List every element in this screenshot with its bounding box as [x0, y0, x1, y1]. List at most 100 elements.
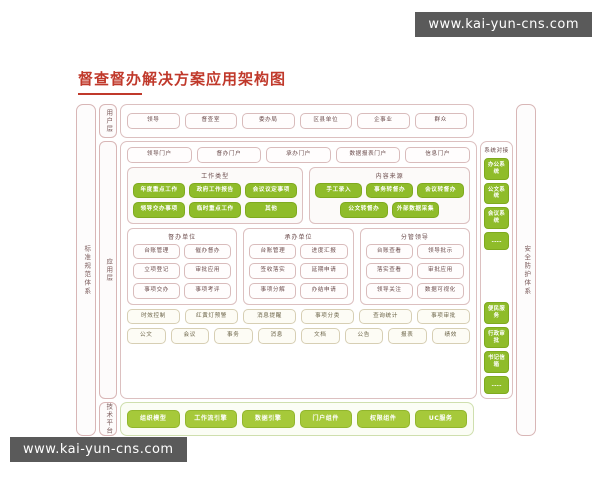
layer-label-technology: 技术平台 [99, 402, 117, 436]
supervising-unit-item[interactable]: 立项登记 [133, 263, 181, 279]
panel-user-roles: 领导 督查室 委办局 区县单位 企事业 群众 [120, 104, 474, 138]
user-role-item[interactable]: 委办局 [242, 113, 295, 129]
layer-label-application-text: 应用层 [104, 258, 113, 282]
capability-item[interactable]: 查询统计 [359, 308, 412, 325]
page-title: 督查督办解决方案应用架构图 [78, 70, 287, 88]
technology-platform-item[interactable]: 权限组件 [357, 410, 410, 428]
technology-platform-item[interactable]: 组织模型 [127, 410, 180, 428]
capability-item[interactable]: 红黄灯预警 [185, 308, 238, 325]
group-leader-in-charge-title: 分管领导 [400, 233, 429, 241]
undertaking-unit-item[interactable]: 进度汇报 [300, 243, 348, 260]
architecture-diagram: 标准规范体系 用户层 领导 督查室 委办局 区县单位 企事业 群众 [76, 104, 536, 436]
group-work-type: 工作类型 年度重点工作 政府工作报告 会议议定事项 领导交办事项 临时重点工作 … [127, 166, 304, 224]
user-role-item[interactable]: 督查室 [184, 113, 237, 129]
group-leader-in-charge-items: 台账查看 领导批示 落实查看 审批应用 领导关注 数据可视化 [365, 243, 464, 299]
technology-platform-item[interactable]: 数据引擎 [242, 410, 295, 428]
undertaking-unit-item[interactable]: 签收落实 [249, 263, 297, 279]
leader-in-charge-item[interactable]: 落实查看 [365, 263, 413, 279]
capability-item[interactable]: 时效控制 [127, 308, 180, 325]
object-item[interactable]: 会议 [170, 328, 209, 344]
content-source-item[interactable]: 公文转督办 [340, 202, 388, 218]
technology-platform-item[interactable]: 工作流引擎 [184, 410, 237, 428]
object-item[interactable]: 报表 [388, 328, 427, 344]
layer-label-technology-text: 技术平台 [104, 403, 113, 435]
content-source-item[interactable]: 事务转督办 [366, 182, 414, 199]
leader-in-charge-item[interactable]: 数据可视化 [416, 282, 464, 299]
portal-item[interactable]: 数据报表门户 [335, 147, 401, 163]
group-undertaking-unit-title: 承办单位 [284, 233, 313, 241]
undertaking-unit-item[interactable]: 台账管理 [249, 243, 297, 260]
object-item[interactable]: 事务 [214, 328, 253, 344]
system-docking-item[interactable]: 书记信箱 [484, 351, 509, 373]
technology-platform-item[interactable]: UC服务 [414, 410, 467, 428]
supervising-unit-item[interactable]: 事项交办 [133, 282, 181, 299]
system-docking-item[interactable]: 公文系统 [484, 182, 509, 204]
technology-platform-item[interactable]: 门户组件 [299, 410, 352, 428]
content-source-item[interactable]: 手工录入 [315, 182, 363, 199]
undertaking-unit-item[interactable]: 办结申请 [300, 282, 348, 299]
band-security-system: 安全防护体系 [516, 104, 536, 436]
leader-in-charge-item[interactable]: 领导关注 [365, 282, 413, 299]
watermark-top: www.kai-yun-cns.com [415, 12, 592, 37]
supervising-unit-item[interactable]: 催办督办 [184, 243, 232, 260]
row-tech-spacer [477, 402, 513, 436]
work-type-item[interactable]: 政府工作报告 [189, 182, 242, 199]
supervising-unit-item[interactable]: 审批应用 [184, 263, 232, 279]
undertaking-unit-item[interactable]: 延期申请 [300, 263, 348, 279]
user-role-item[interactable]: 区县单位 [299, 113, 352, 129]
content-source-item[interactable]: 会议转督办 [417, 182, 464, 199]
leader-in-charge-item[interactable]: 领导批示 [416, 243, 464, 260]
content-source-item[interactable]: 外部数据采集 [391, 202, 440, 218]
row-user-spacer [477, 104, 513, 138]
system-docking-item[interactable]: 会议系统 [484, 207, 509, 229]
group-supervising-unit-items: 台账管理 催办督办 立项登记 审批应用 事项交办 事项考评 [133, 243, 232, 299]
row-technology-platform: 技术平台 组织模型 工作流引擎 数据引擎 门户组件 权限组件 UC服务 [99, 402, 513, 436]
group-content-source-items: 手工录入 事务转督办 会议转督办 公文转督办 外部数据采集 [315, 182, 464, 218]
object-item[interactable]: 消息 [257, 328, 296, 344]
capability-item[interactable]: 事项审批 [417, 308, 470, 325]
object-item[interactable]: 绩效 [431, 328, 470, 344]
portal-item[interactable]: 承办门户 [266, 147, 331, 163]
layer-label-user: 用户层 [99, 104, 117, 138]
watermark-bottom: www.kai-yun-cns.com [10, 437, 187, 462]
group-content-source-title: 内容来源 [375, 172, 404, 180]
leader-in-charge-item[interactable]: 审批应用 [416, 263, 464, 279]
group-undertaking-unit-items: 台账管理 进度汇报 签收落实 延期申请 事项分解 办结申请 [249, 243, 348, 299]
undertaking-unit-item[interactable]: 事项分解 [249, 282, 297, 299]
system-docking-item[interactable]: 办公系统 [484, 158, 509, 180]
supervising-unit-item[interactable]: 台账管理 [133, 243, 181, 260]
object-item[interactable]: 公告 [344, 328, 383, 344]
system-docking-item-more[interactable]: …… [484, 375, 509, 394]
band-standard-system-label: 标准规范体系 [82, 244, 91, 296]
capability-item[interactable]: 消息提醒 [243, 308, 296, 325]
object-item[interactable]: 公文 [127, 328, 166, 344]
portal-item[interactable]: 领导门户 [127, 147, 192, 163]
supervising-unit-item[interactable]: 事项考评 [184, 282, 232, 299]
group-supervising-unit-title: 督办单位 [168, 233, 197, 241]
portal-item[interactable]: 督办门户 [196, 147, 262, 163]
portal-item[interactable]: 信息门户 [405, 147, 470, 163]
row-worktype-contentsource: 工作类型 年度重点工作 政府工作报告 会议议定事项 领导交办事项 临时重点工作 … [127, 166, 470, 224]
system-docking-item[interactable]: 便民服务 [484, 302, 509, 324]
object-item[interactable]: 文档 [301, 328, 340, 344]
user-role-item[interactable]: 企事业 [357, 113, 410, 129]
user-role-item[interactable]: 群众 [414, 113, 467, 129]
row-user-layer: 用户层 领导 督查室 委办局 区县单位 企事业 群众 [99, 104, 513, 138]
work-type-item[interactable]: 领导交办事项 [133, 202, 186, 218]
work-type-item[interactable]: 其他 [245, 202, 298, 218]
work-type-item[interactable]: 临时重点工作 [189, 202, 242, 218]
portal-list: 领导门户 督办门户 承办门户 数据报表门户 信息门户 [127, 147, 470, 163]
group-work-type-items: 年度重点工作 政府工作报告 会议议定事项 领导交办事项 临时重点工作 其他 [133, 182, 298, 218]
layer-label-application: 应用层 [99, 141, 117, 399]
system-docking-title: 系统对接 [484, 148, 509, 154]
user-role-item[interactable]: 领导 [127, 113, 180, 129]
leader-in-charge-item[interactable]: 台账查看 [365, 243, 413, 260]
group-content-source: 内容来源 手工录入 事务转督办 会议转督办 公文转督办 外部数据采集 [309, 166, 470, 224]
capability-item[interactable]: 事项分类 [301, 308, 354, 325]
system-docking-item-more[interactable]: …… [484, 231, 509, 250]
system-docking-item[interactable]: 行政审批 [484, 326, 509, 349]
work-type-item[interactable]: 年度重点工作 [133, 182, 186, 199]
work-type-item[interactable]: 会议议定事项 [245, 182, 298, 199]
content-source-last-row: 公文转督办 外部数据采集 [315, 202, 464, 218]
layer-label-user-text: 用户层 [104, 109, 113, 133]
